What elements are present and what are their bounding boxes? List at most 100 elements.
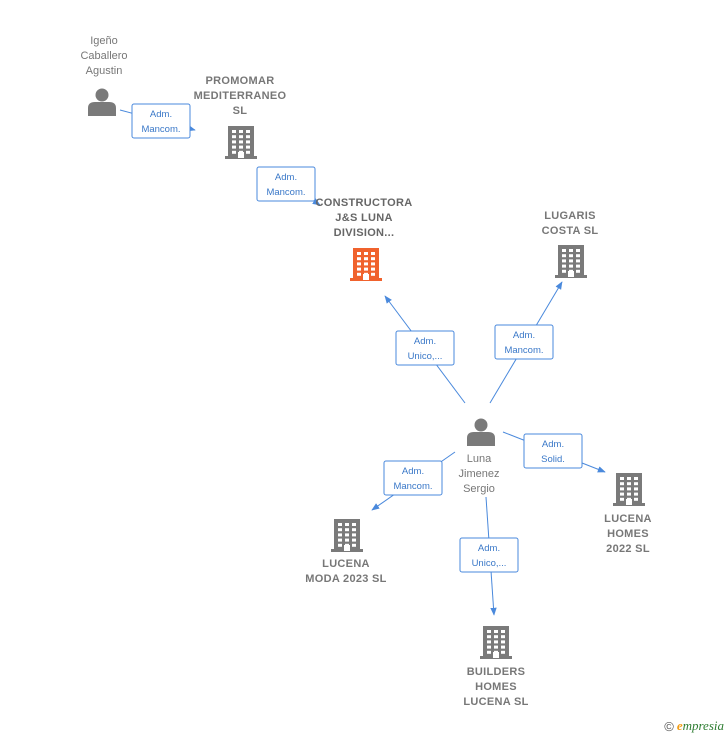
person-icon[interactable] xyxy=(467,418,495,447)
node-label-line: Caballero xyxy=(80,50,127,62)
building-window xyxy=(371,272,375,276)
building-window xyxy=(634,482,638,486)
building-icon[interactable] xyxy=(555,245,587,278)
building-window xyxy=(345,528,349,532)
relation-label-line: Adm. xyxy=(478,543,500,554)
copyright-symbol: © xyxy=(664,718,674,734)
building-icon[interactable] xyxy=(613,473,645,506)
building-window xyxy=(620,487,624,491)
relation-label-luna-to-lucena_homes[interactable]: Adm.Solid. xyxy=(523,433,583,469)
building-window xyxy=(634,497,638,501)
node-label-line: LUCENA xyxy=(322,558,370,570)
building-window xyxy=(501,630,505,633)
building-window xyxy=(357,252,361,255)
building-window xyxy=(494,630,498,633)
node-label-line: Luna xyxy=(467,453,492,465)
relation-label-line: Adm. xyxy=(275,172,297,183)
building-window xyxy=(494,640,498,644)
building-icon-highlighted[interactable] xyxy=(350,248,382,281)
building-window xyxy=(501,650,505,654)
building-window xyxy=(569,259,573,263)
relation-label-luna-to-lucena_moda[interactable]: Adm.Mancom. xyxy=(383,460,443,496)
building-icon[interactable] xyxy=(480,626,512,659)
relation-label-line: Solid. xyxy=(541,454,565,465)
node-label-line: CONSTRUCTORA xyxy=(316,197,413,209)
building-window xyxy=(562,259,566,263)
building-window xyxy=(239,140,243,144)
building-door xyxy=(344,545,350,551)
relation-label-text: Adm.Solid. xyxy=(541,439,565,465)
building-window xyxy=(371,252,375,255)
relation-label-line: Adm. xyxy=(150,109,172,120)
person-head xyxy=(474,418,488,432)
building-window xyxy=(627,487,631,491)
building-window xyxy=(338,543,342,547)
node-label-line: MEDITERRANEO xyxy=(194,90,287,102)
building-window xyxy=(239,130,243,133)
building-window xyxy=(338,528,342,532)
building-window xyxy=(246,130,250,133)
building-window xyxy=(627,482,631,486)
building-icon[interactable] xyxy=(331,519,363,552)
building-window xyxy=(562,269,566,273)
relation-label-promomar-to-constructora[interactable]: Adm.Mancom. xyxy=(256,166,316,202)
building-window xyxy=(345,538,349,542)
node-label-line: SL xyxy=(233,105,248,117)
node-label-line: Igeño xyxy=(90,35,118,47)
building-icon[interactable] xyxy=(225,126,257,159)
relation-label-box xyxy=(523,433,583,469)
node-label-line: LUCENA SL xyxy=(463,696,528,708)
edges-layer xyxy=(119,109,606,616)
relation-label-luna-to-builders[interactable]: Adm.Unico,... xyxy=(459,537,519,573)
building-window xyxy=(232,130,236,133)
node-label-line: J&S LUNA xyxy=(335,212,392,224)
building-window xyxy=(576,264,580,268)
building-window xyxy=(364,252,368,255)
building-window xyxy=(569,254,573,258)
person-icon[interactable] xyxy=(88,88,116,117)
building-window xyxy=(620,492,624,496)
relation-label-igeno-to-promomar[interactable]: Adm.Mancom. xyxy=(131,103,191,139)
brand-logo[interactable]: empresia xyxy=(676,718,724,733)
relation-label-luna-to-constructora[interactable]: Adm.Unico,... xyxy=(395,330,455,366)
building-window xyxy=(501,635,505,639)
building-window xyxy=(562,264,566,268)
building-window xyxy=(627,492,631,496)
building-window xyxy=(345,523,349,526)
node-label-line: Jimenez xyxy=(459,468,500,480)
node-label-line: HOMES xyxy=(475,681,517,693)
relation-label-line: Adm. xyxy=(513,330,535,341)
building-window xyxy=(576,259,580,263)
person-body xyxy=(467,432,495,446)
relation-label-luna-to-lugaris[interactable]: Adm.Mancom. xyxy=(494,324,554,360)
building-window xyxy=(338,538,342,542)
building-window xyxy=(357,272,361,276)
building-window xyxy=(239,145,243,149)
building-window xyxy=(487,645,491,649)
node-label-line: Agustin xyxy=(86,65,123,77)
building-window xyxy=(246,150,250,154)
building-window xyxy=(352,543,356,547)
relation-label-text: Adm.Mancom. xyxy=(393,466,432,492)
relation-label-box xyxy=(459,537,519,573)
building-window xyxy=(620,477,624,480)
relation-label-box xyxy=(383,460,443,496)
